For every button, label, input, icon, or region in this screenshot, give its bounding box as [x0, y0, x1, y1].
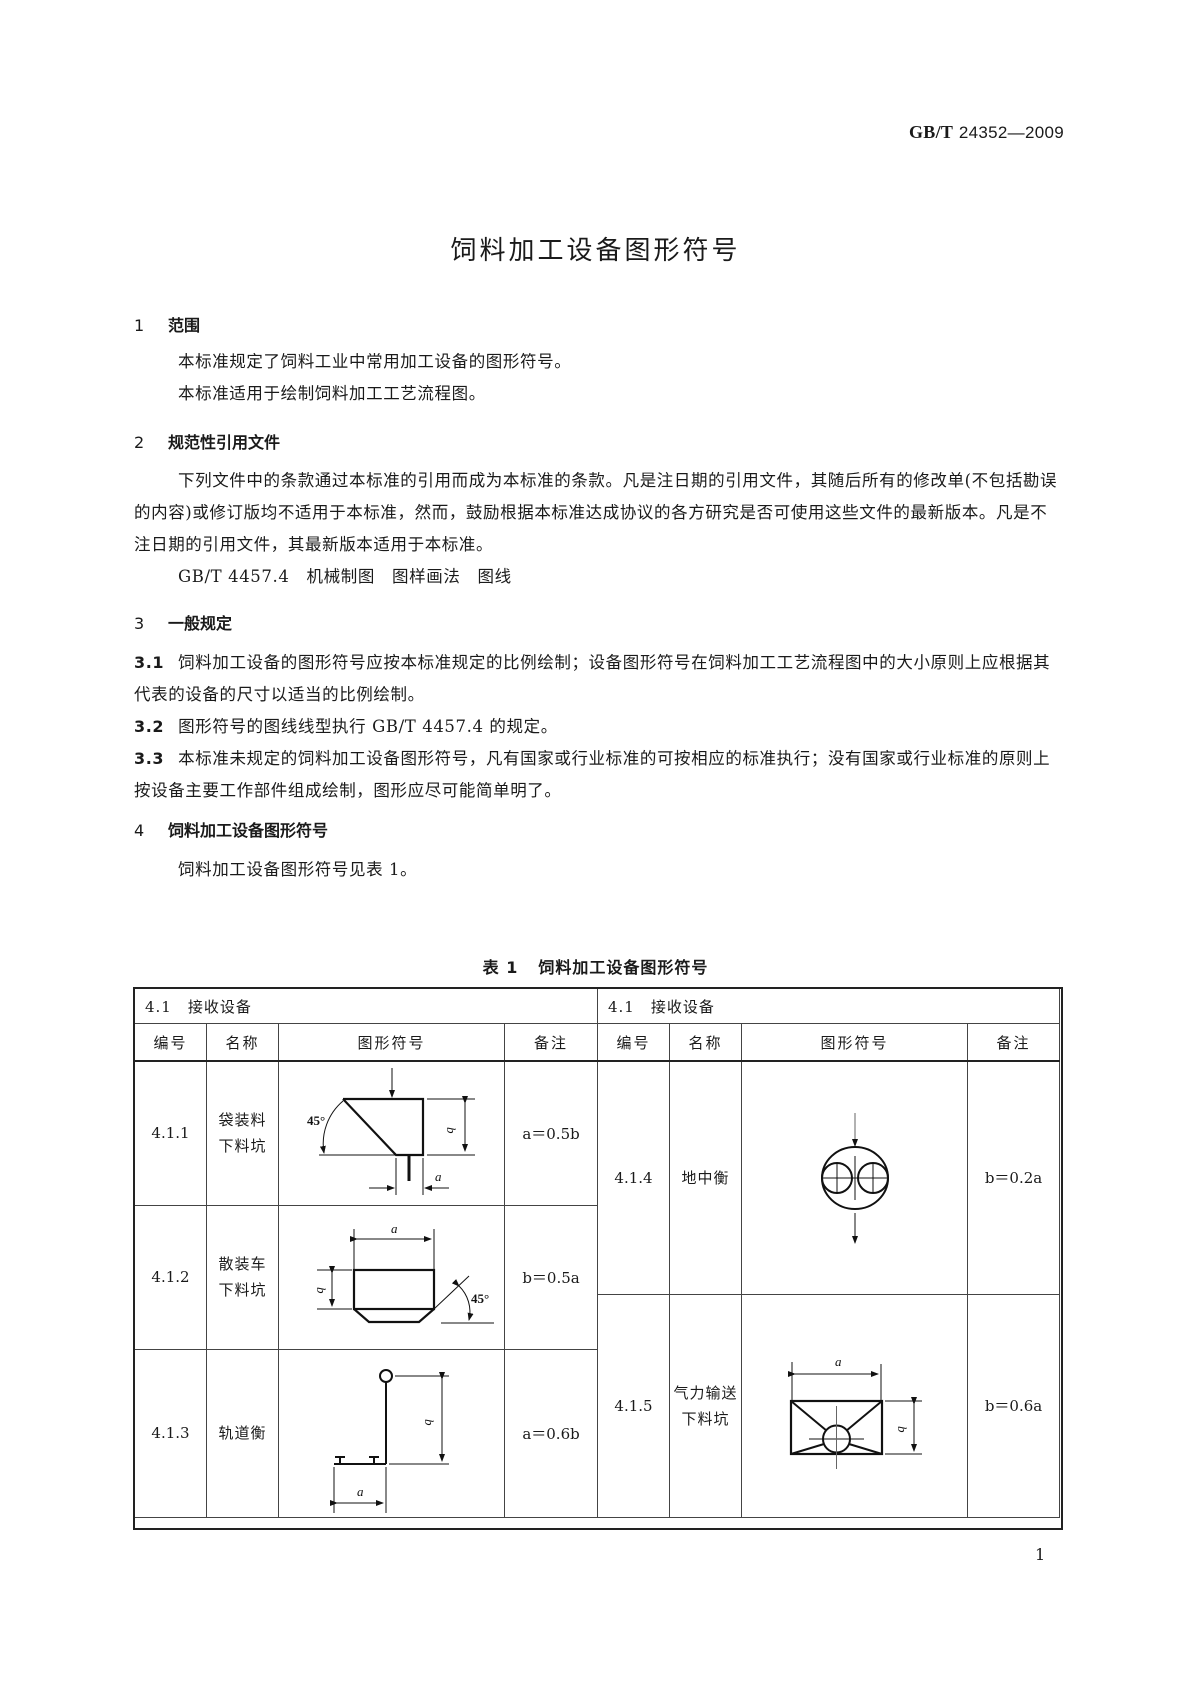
- column-header-code: 编号: [134, 1023, 207, 1062]
- item-note: b＝0.5a: [503, 1204, 599, 1350]
- page-number: 1: [1035, 1545, 1046, 1564]
- rail-scale-symbol-icon: b a: [278, 1348, 505, 1518]
- table-row: 4.1.2 散装车下料坑 a b 45° b＝0.5a: [134, 1204, 599, 1350]
- column-header-symbol: 图形符号: [741, 1023, 968, 1062]
- svg-text:45°: 45°: [307, 1113, 325, 1128]
- item-code: 4.1.2: [134, 1204, 207, 1350]
- svg-text:b: b: [422, 1419, 437, 1426]
- table-row: 4.1.1 袋装料下料坑 45° b a a＝0.5b: [134, 1060, 599, 1206]
- document-title: 饲料加工设备图形符号: [450, 236, 741, 266]
- pneumatic-conveying-dump-pit-symbol-icon: a b: [741, 1293, 968, 1518]
- section-2-paragraph: 下列文件中的条款通过本标准的引用而成为本标准的条款。凡是注日期的引用文件，其随后…: [134, 471, 1058, 554]
- item-name: 轨道衡: [206, 1348, 279, 1518]
- svg-text:a: a: [391, 1221, 398, 1236]
- item-code: 4.1.3: [134, 1348, 207, 1518]
- svg-text:b: b: [314, 1287, 329, 1294]
- table-section-label: 4.1 接收设备: [596, 988, 1061, 1024]
- bag-dump-pit-symbol-icon: 45° b a: [278, 1060, 505, 1206]
- item-code: 4.1.1: [134, 1060, 207, 1206]
- item-note: a＝0.6b: [503, 1348, 599, 1518]
- svg-text:b: b: [895, 1426, 910, 1433]
- standard-prefix: GB/T: [908, 122, 954, 142]
- svg-text:45°: 45°: [471, 1291, 489, 1306]
- item-note: b＝0.6a: [966, 1293, 1061, 1518]
- section-1-paragraph-1: 本标准规定了饲料工业中常用加工设备的图形符号。: [178, 352, 572, 371]
- section-1-paragraph-2: 本标准适用于绘制饲料加工工艺流程图。: [178, 384, 486, 403]
- column-header-code: 编号: [597, 1023, 670, 1062]
- standard-number: GB/T 24352—2009: [909, 122, 1064, 143]
- item-name: 气力输送下料坑: [669, 1293, 742, 1518]
- column-header-symbol: 图形符号: [278, 1023, 505, 1062]
- standard-code: 24352—2009: [958, 123, 1064, 142]
- column-header-name: 名称: [206, 1023, 279, 1062]
- item-code: 4.1.5: [597, 1293, 670, 1518]
- column-header-name: 名称: [669, 1023, 742, 1062]
- table-row: 4.1.4 地中衡 b＝0.2a: [597, 1060, 1061, 1295]
- svg-text:a: a: [835, 1354, 842, 1369]
- item-note: a＝0.5b: [503, 1060, 599, 1206]
- svg-text:a: a: [357, 1484, 364, 1499]
- symbol-table-left: 4.1 接收设备 编号 名称 图形符号 备注 4.1.1 袋装料下料坑 45° …: [133, 988, 599, 1518]
- ground-scale-symbol-icon: [741, 1060, 968, 1295]
- item-name: 地中衡: [669, 1060, 742, 1295]
- column-header-note: 备注: [503, 1023, 599, 1062]
- column-header-note: 备注: [966, 1023, 1061, 1062]
- normative-reference: GB/T 4457.4 机械制图 图样画法 图线: [178, 567, 512, 586]
- table-row: 4.1.3 轨道衡 b a a＝0.6b: [134, 1348, 599, 1518]
- section-4-paragraph: 饲料加工设备图形符号见表 1。: [178, 860, 418, 879]
- svg-text:b: b: [444, 1127, 459, 1134]
- table-row: 4.1.5 气力输送下料坑 a b: [597, 1293, 1061, 1518]
- item-code: 4.1.4: [597, 1060, 670, 1295]
- svg-text:a: a: [435, 1169, 442, 1184]
- table-section-label: 4.1 接收设备: [133, 988, 599, 1024]
- item-note: b＝0.2a: [966, 1060, 1061, 1295]
- symbol-table-right: 4.1 接收设备 编号 名称 图形符号 备注 4.1.4 地中衡 b＝0.2a: [596, 988, 1061, 1518]
- item-name: 袋装料下料坑: [206, 1060, 279, 1206]
- bulk-truck-dump-pit-symbol-icon: a b 45°: [278, 1204, 505, 1350]
- item-name: 散装车下料坑: [206, 1204, 279, 1350]
